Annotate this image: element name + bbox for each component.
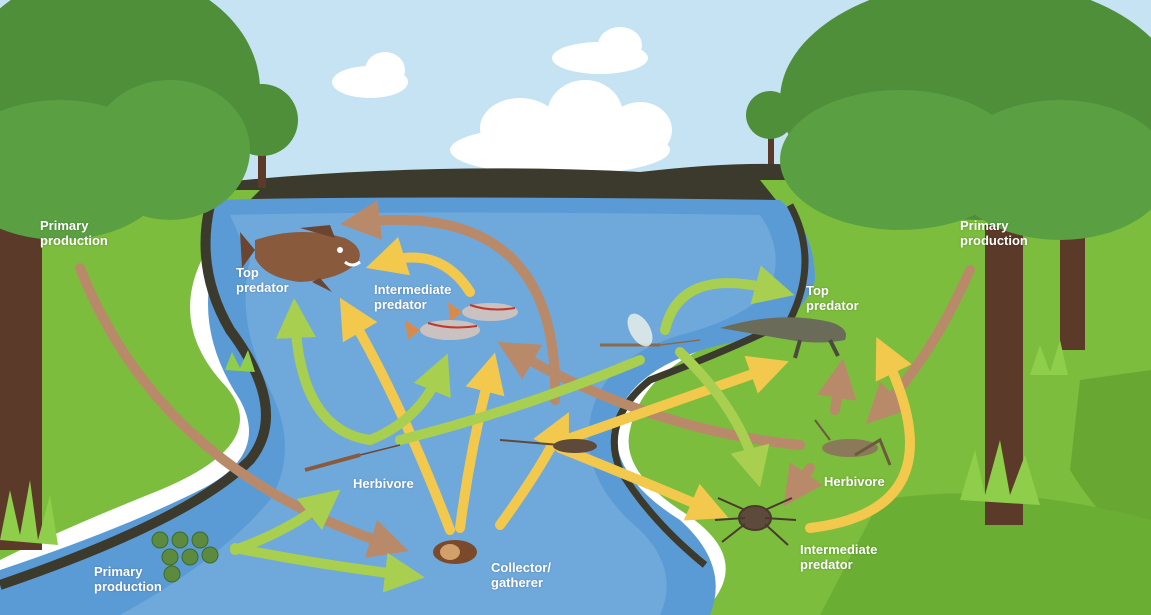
label-collector-gatherer: Collector/ gatherer bbox=[491, 560, 551, 590]
label-line: predator bbox=[800, 557, 877, 572]
label-primary-production-left: Primary production bbox=[40, 218, 108, 248]
label-line: Intermediate bbox=[374, 282, 451, 297]
collector-larva-icon bbox=[433, 540, 477, 564]
label-intermediate-predator-land: Intermediate predator bbox=[800, 542, 877, 572]
label-herbivore-water: Herbivore bbox=[353, 476, 414, 491]
label-line: production bbox=[40, 233, 108, 248]
label-line: Herbivore bbox=[824, 474, 885, 489]
label-line: Collector/ bbox=[491, 560, 551, 575]
label-herbivore-land: Herbivore bbox=[824, 474, 885, 489]
label-intermediate-predator-water: Intermediate predator bbox=[374, 282, 451, 312]
label-line: Primary bbox=[94, 564, 162, 579]
label-line: predator bbox=[236, 280, 289, 295]
label-line: Top bbox=[236, 265, 289, 280]
label-line: Herbivore bbox=[353, 476, 414, 491]
label-primary-production-right: Primary production bbox=[960, 218, 1028, 248]
label-line: production bbox=[960, 233, 1028, 248]
label-line: predator bbox=[806, 298, 859, 313]
label-line: gatherer bbox=[491, 575, 551, 590]
arrow-grasshopper-to-lizard bbox=[835, 378, 840, 410]
label-line: production bbox=[94, 579, 162, 594]
label-line: Primary bbox=[960, 218, 1028, 233]
label-line: Top bbox=[806, 283, 859, 298]
label-line: predator bbox=[374, 297, 451, 312]
label-top-predator-land: Top predator bbox=[806, 283, 859, 313]
label-line: Primary bbox=[40, 218, 108, 233]
label-line: Intermediate bbox=[800, 542, 877, 557]
label-top-predator-water: Top predator bbox=[236, 265, 289, 295]
label-primary-production-bottom: Primary production bbox=[94, 564, 162, 594]
